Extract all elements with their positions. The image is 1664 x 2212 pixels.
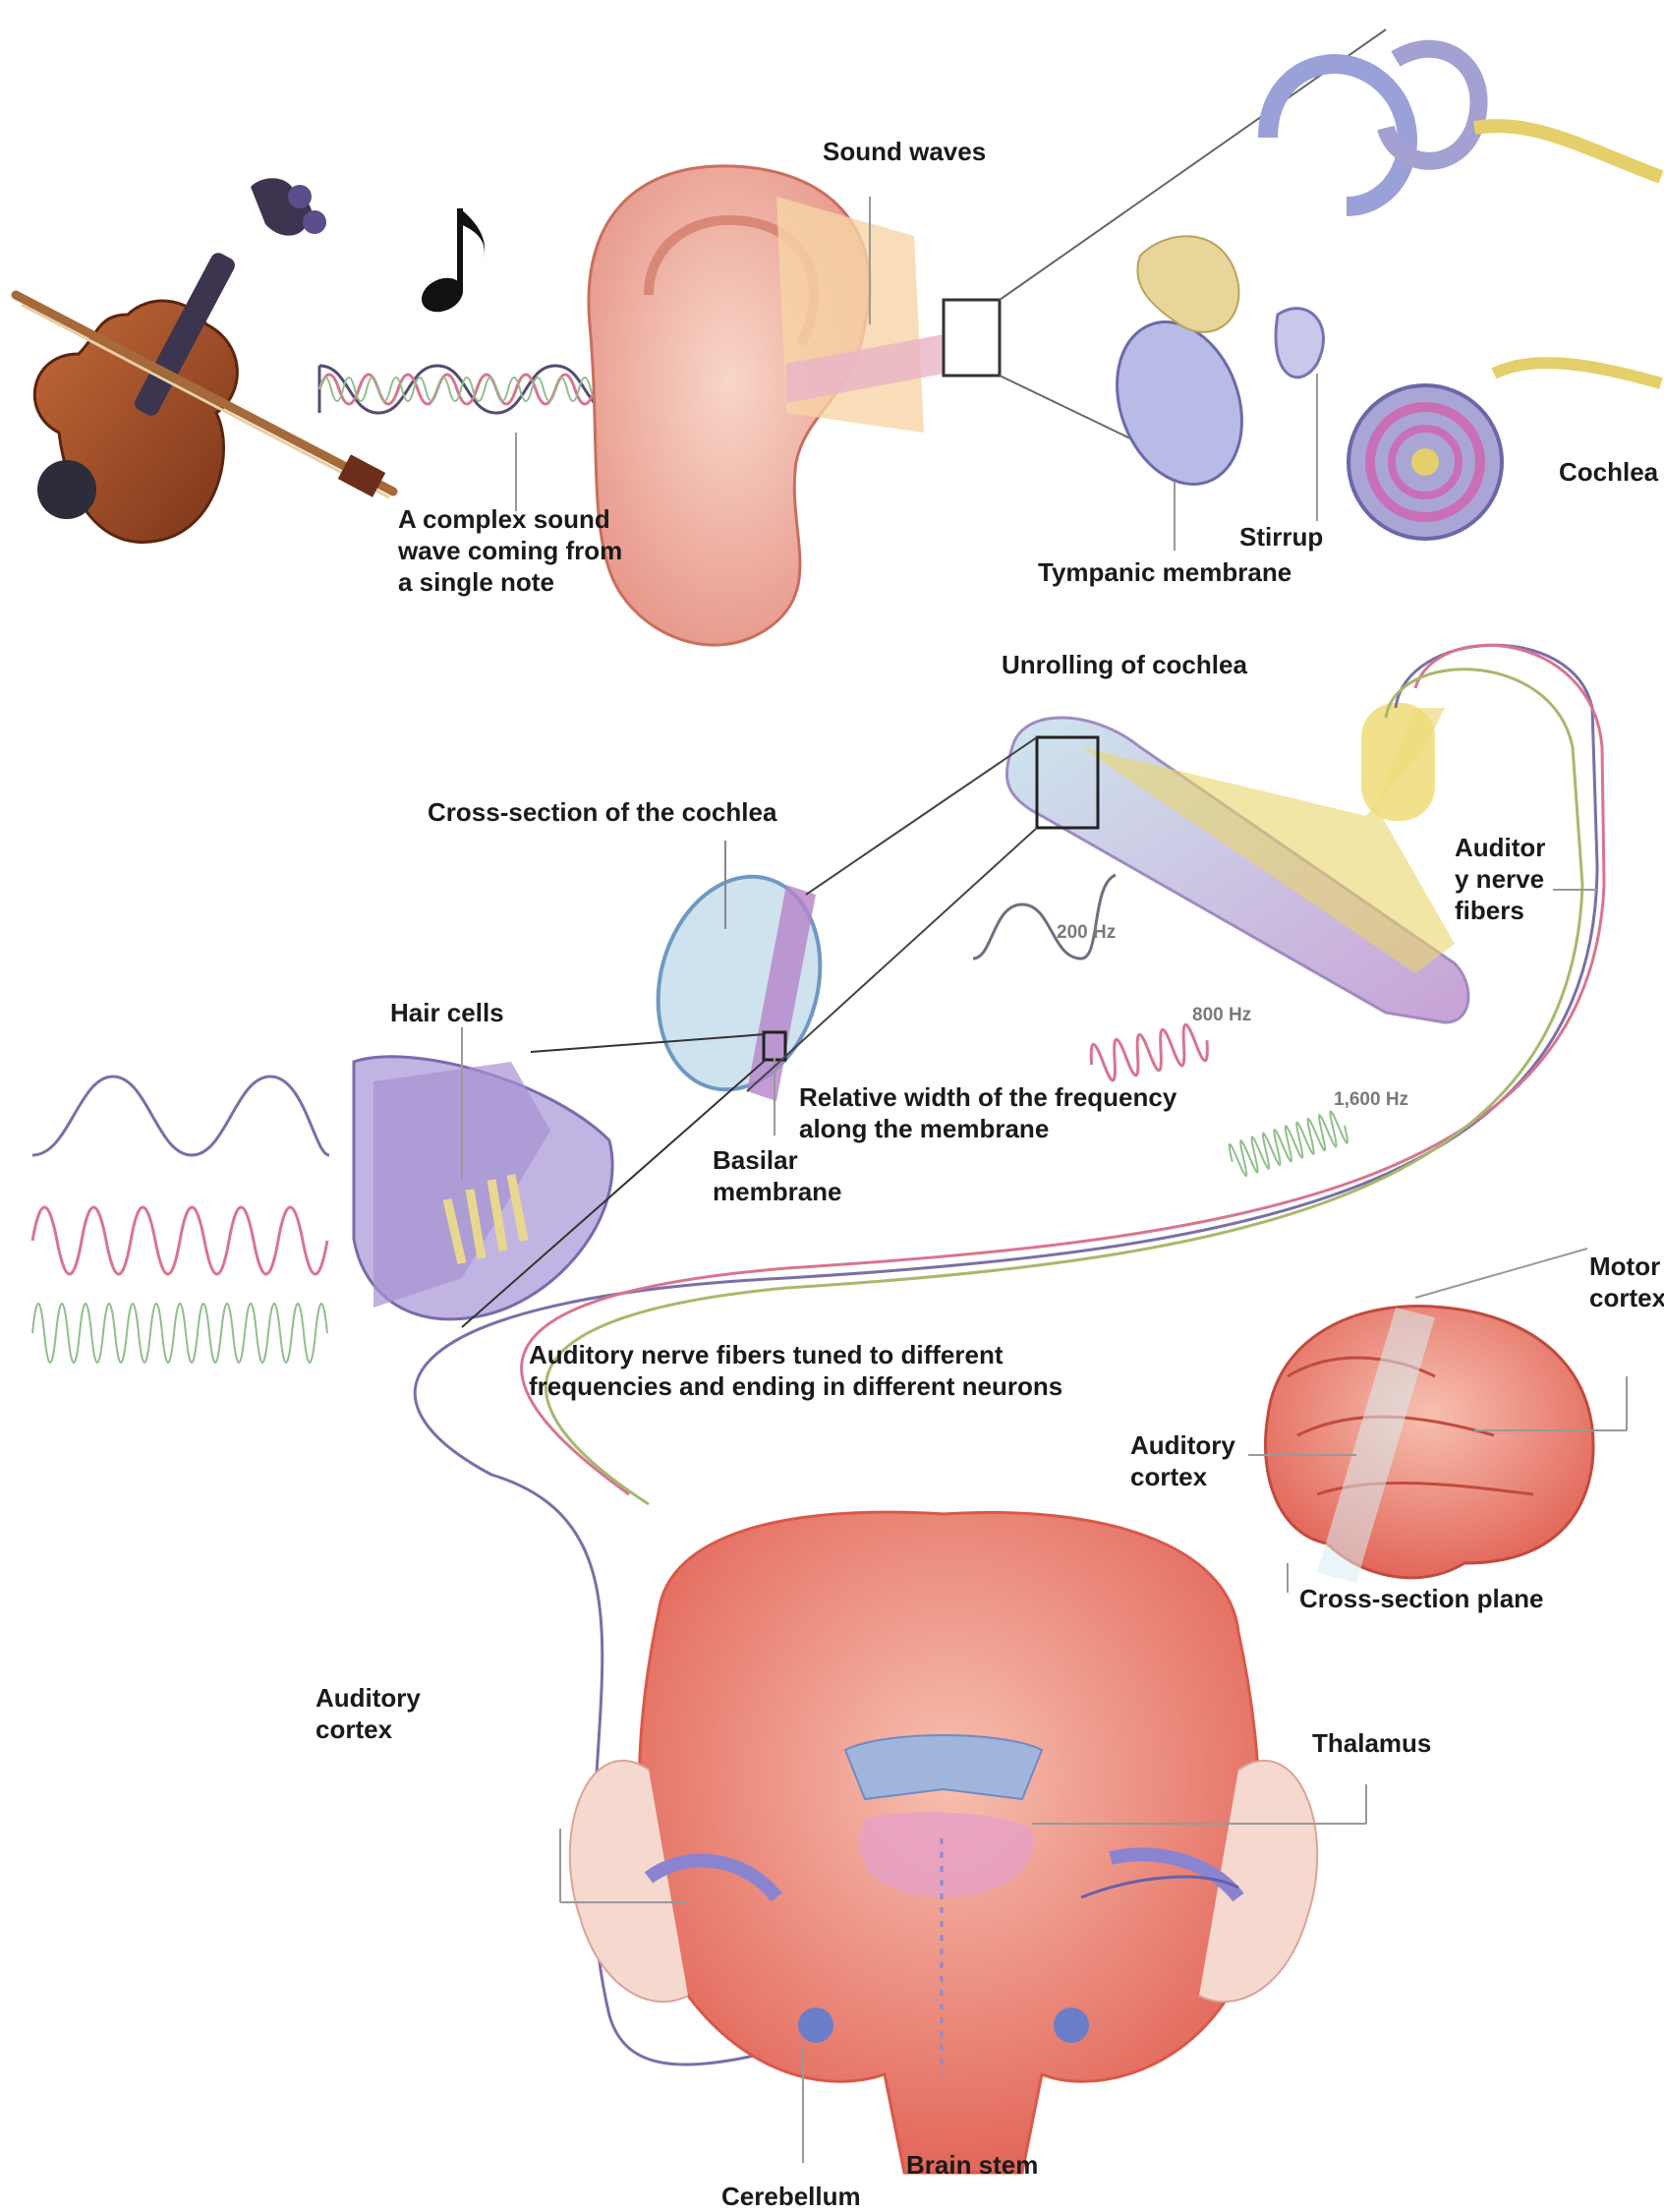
violin-icon	[16, 178, 393, 542]
music-note-icon	[416, 208, 485, 319]
stirrup-label: Stirrup	[1239, 521, 1323, 553]
complex-wave-line-3: a single note	[398, 566, 622, 598]
basilar-line-2: membrane	[713, 1176, 842, 1207]
coronal-brain	[560, 1512, 1366, 2173]
complex-wave-label: A complex sound wave coming from a singl…	[398, 503, 622, 598]
basilar-membrane-label: Basilar membrane	[713, 1144, 842, 1207]
tuned-fibers-line-1: Auditory nerve fibers tuned to different	[529, 1339, 1062, 1370]
auditory-nerve-fibers-line-1: Auditor	[1455, 832, 1545, 863]
auditory-nerve-fibers-label: Auditor y nerve fibers	[1455, 832, 1545, 926]
auditory-cortex-left-line-1: Auditory	[316, 1682, 421, 1714]
brain-stem-label: Brain stem	[906, 2149, 1038, 2181]
freq-200-label: 200 Hz	[1057, 922, 1116, 944]
cochlea-label: Cochlea	[1559, 456, 1658, 488]
motor-cortex-line-1: Motor	[1589, 1251, 1664, 1282]
relative-width-line-2: along the membrane	[799, 1113, 1176, 1144]
unrolling-cochlea-label: Unrolling of cochlea	[1002, 649, 1247, 680]
basilar-line-1: Basilar	[713, 1144, 842, 1176]
side-brain	[1248, 1249, 1627, 1593]
motor-cortex-label: Motor cortex	[1589, 1251, 1664, 1313]
freq-800-label: 800 Hz	[1192, 1005, 1251, 1026]
cerebellum-label: Cerebellum	[721, 2181, 861, 2212]
auditory-cortex-right-label: Auditory cortex	[1130, 1429, 1235, 1492]
auditory-cortex-right-line-2: cortex	[1130, 1461, 1235, 1492]
tuned-fibers-line-2: frequencies and ending in different neur…	[529, 1370, 1062, 1402]
complex-wave-line-2: wave coming from	[398, 535, 622, 566]
auditory-cortex-left-line-2: cortex	[316, 1714, 421, 1745]
motor-cortex-line-2: cortex	[1589, 1282, 1664, 1313]
input-waves-left	[32, 1077, 329, 1363]
auditory-nerve-fibers-line-2: y nerve	[1455, 863, 1545, 895]
unrolled-cochlea	[747, 703, 1468, 1091]
auditory-nerve-fibers-line-3: fibers	[1455, 895, 1545, 926]
sound-waves-label: Sound waves	[823, 136, 986, 167]
ear-zoom-box	[944, 300, 1000, 376]
thalamus-label: Thalamus	[1312, 1727, 1431, 1759]
auditory-cortex-left-label: Auditory cortex	[316, 1682, 421, 1745]
hair-cells-label: Hair cells	[390, 997, 504, 1028]
relative-width-line-1: Relative width of the frequency	[799, 1081, 1176, 1113]
relative-width-label: Relative width of the frequency along th…	[799, 1081, 1176, 1144]
tympanic-membrane-label: Tympanic membrane	[1038, 556, 1291, 588]
tuned-fibers-label: Auditory nerve fibers tuned to different…	[529, 1339, 1062, 1402]
freq-1600-label: 1,600 Hz	[1334, 1089, 1408, 1111]
auditory-cortex-right-line-1: Auditory	[1130, 1429, 1235, 1461]
cross-section-plane-label: Cross-section plane	[1299, 1583, 1544, 1614]
cochlea-cross-section-label: Cross-section of the cochlea	[428, 796, 776, 828]
complex-wave-line-1: A complex sound	[398, 503, 622, 535]
